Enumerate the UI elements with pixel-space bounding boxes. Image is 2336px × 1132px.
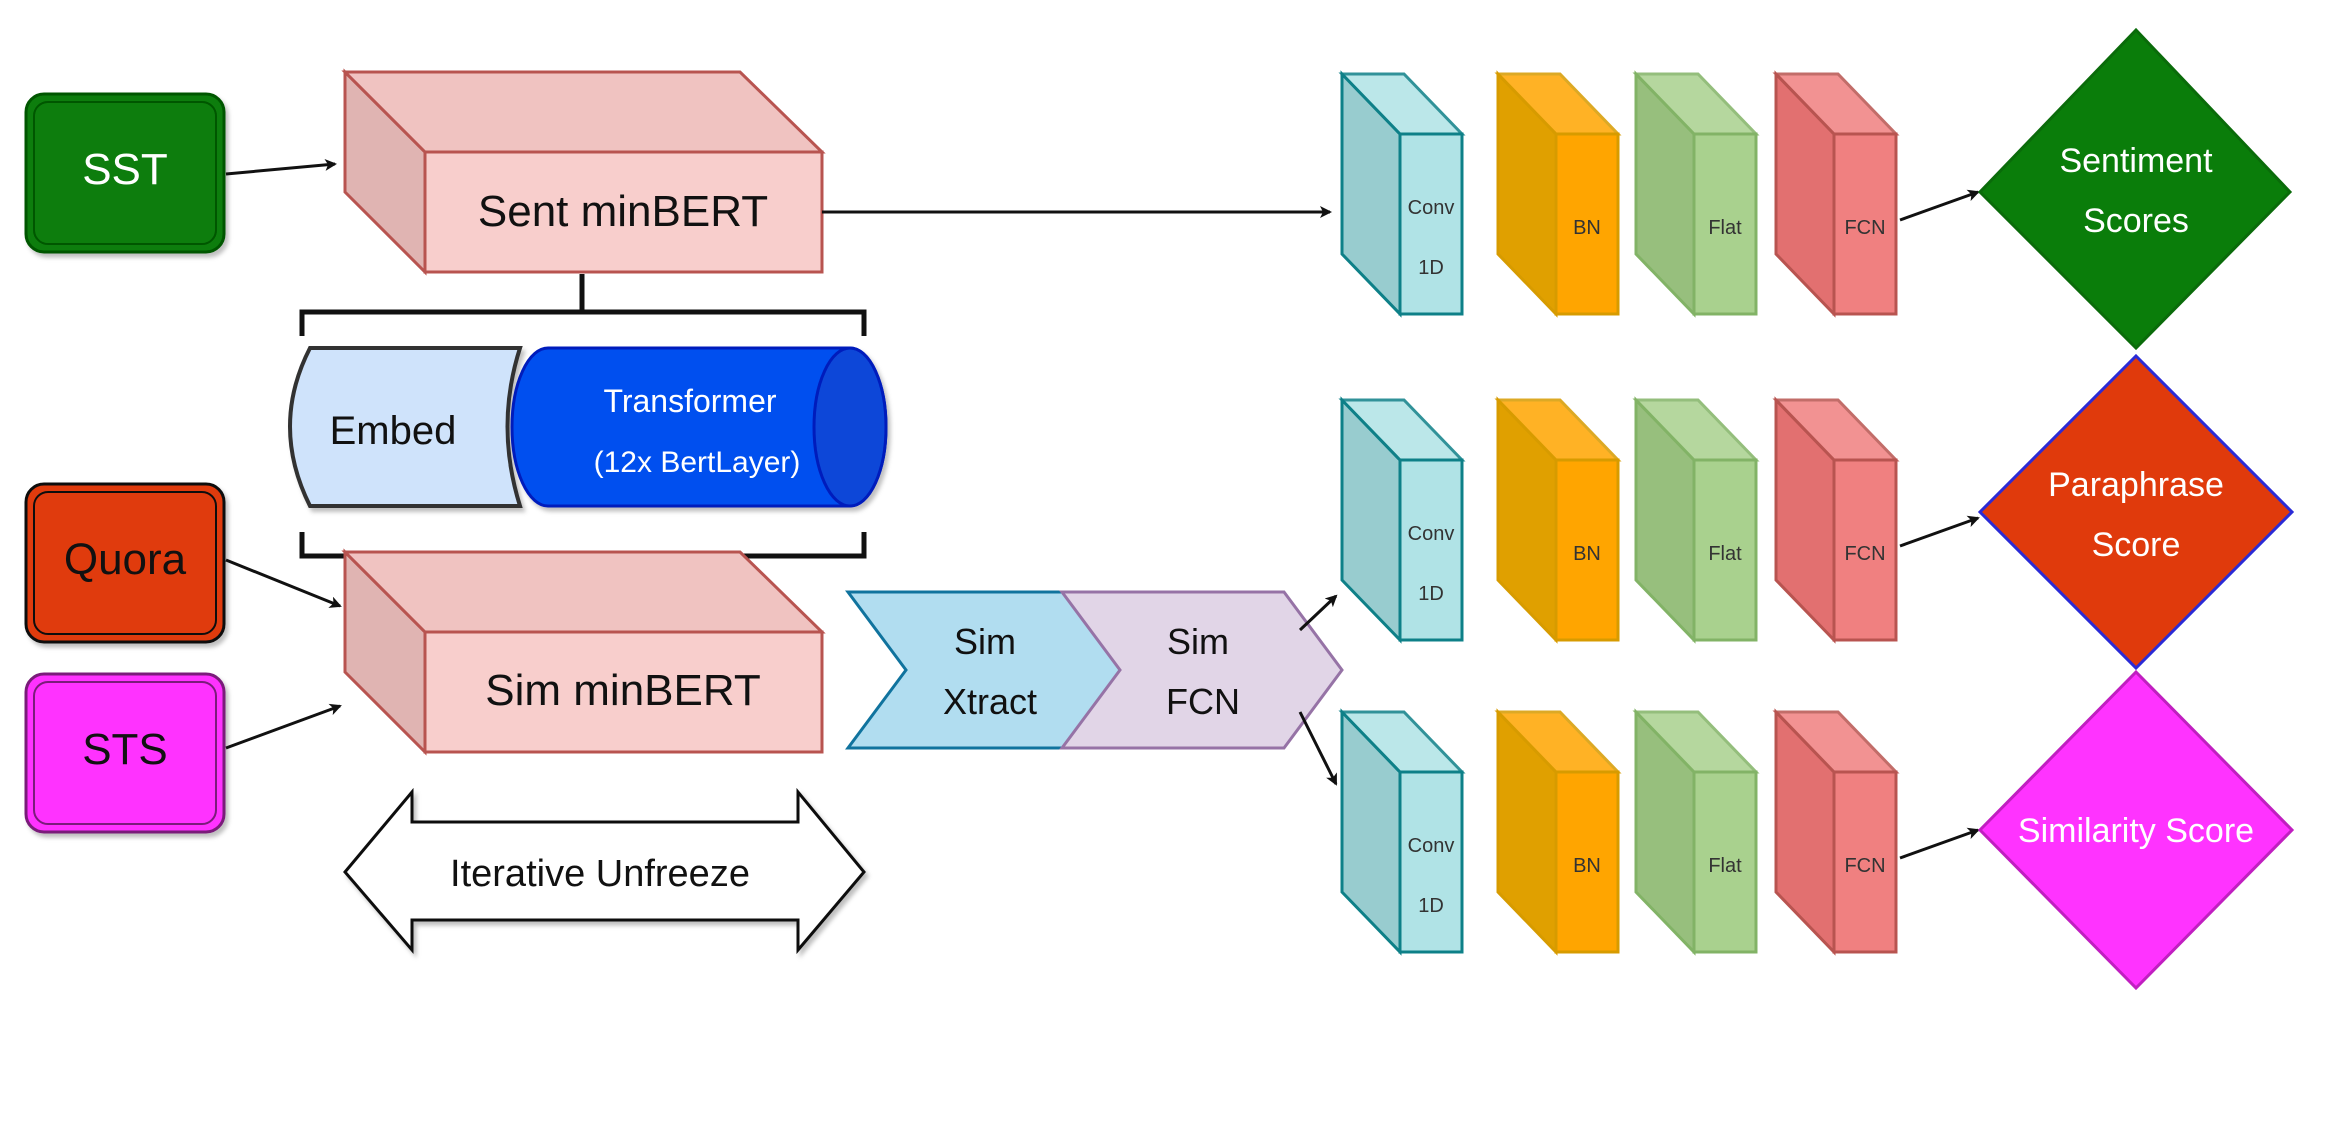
sim-fcn-label-line2: FCN <box>1166 681 1240 722</box>
sim-minbert-label: Sim minBERT <box>485 666 760 715</box>
paraphrase-conv-label-line1: Conv <box>1408 523 1455 545</box>
arrow-fcn-to-sentiment-output <box>1899 189 1980 222</box>
similarity-label: Similarity Score <box>2018 812 2254 850</box>
paraphrase-fcn-label: FCN <box>1844 543 1885 565</box>
sentiment-flat-label: Flat <box>1708 217 1742 239</box>
similarity-conv-block <box>1338 708 1466 956</box>
shared-top-bracket <box>299 309 867 336</box>
sentiment-conv-label-line1: Conv <box>1408 197 1455 219</box>
sst-input <box>24 92 226 254</box>
iterative-unfreeze-arrow <box>343 787 866 955</box>
sentiment-bn-label: BN <box>1573 217 1601 239</box>
transformer-label-line2: (12x BertLayer) <box>594 446 801 479</box>
sentiment-flat-block <box>1632 70 1760 318</box>
sim-fcn-block <box>1059 590 1344 750</box>
arrow-sst-to-sent <box>225 158 337 176</box>
paraphrase-bn-block <box>1494 396 1622 644</box>
sentiment-fcn-label: FCN <box>1844 217 1885 239</box>
arrow-sts-to-sim <box>225 703 342 750</box>
paraphrase-label-line2: Score <box>2092 526 2181 564</box>
similarity-fcn-block <box>1772 708 1900 956</box>
sent-minbert-block <box>341 68 826 276</box>
sentiment-bn-block <box>1494 70 1622 318</box>
sentiment-output <box>1977 27 2293 351</box>
similarity-flat-label: Flat <box>1708 855 1742 877</box>
sentiment-label-line1: Sentiment <box>2059 142 2213 180</box>
embed-block <box>288 346 523 508</box>
sentiment-fcn-block <box>1772 70 1900 318</box>
similarity-fcn-label: FCN <box>1844 855 1885 877</box>
paraphrase-fcn-block <box>1772 396 1900 644</box>
sim-fcn-label-line1: Sim <box>1167 621 1229 662</box>
iterative-unfreeze-label: Iterative Unfreeze <box>450 853 750 895</box>
arrow-simfcn-to-paraphrase-head <box>1298 594 1338 632</box>
arrow-fcn-to-paraphrase-output <box>1899 515 1980 548</box>
sim-minbert-block <box>341 548 826 756</box>
paraphrase-flat-label: Flat <box>1708 543 1742 565</box>
sim-xtract-label-line1: Sim <box>954 621 1016 662</box>
sst-label: SST <box>82 145 168 194</box>
transformer-block <box>510 346 888 508</box>
similarity-flat-block <box>1632 708 1760 956</box>
paraphrase-conv-label-line2: 1D <box>1418 583 1444 605</box>
sts-label: STS <box>82 725 168 774</box>
paraphrase-bn-label: BN <box>1573 543 1601 565</box>
similarity-bn-block <box>1494 708 1622 956</box>
arrow-fcn-to-similarity-output <box>1899 827 1980 860</box>
embed-label: Embed <box>330 409 457 453</box>
paraphrase-flat-block <box>1632 396 1760 644</box>
similarity-bn-label: BN <box>1573 855 1601 877</box>
sentiment-label-line2: Scores <box>2083 202 2189 240</box>
sentiment-head-row <box>1338 70 1980 318</box>
quora-label: Quora <box>64 535 187 584</box>
paraphrase-label-line1: Paraphrase <box>2048 466 2224 504</box>
sent-minbert-label: Sent minBERT <box>478 187 768 236</box>
similarity-head-row <box>1338 708 1980 956</box>
sts-input <box>24 672 226 834</box>
quora-input <box>24 482 226 644</box>
arrow-simfcn-to-similarity-head <box>1298 711 1338 786</box>
sentiment-conv-block <box>1338 70 1466 318</box>
similarity-conv-label-line2: 1D <box>1418 895 1444 917</box>
sentiment-conv-label-line2: 1D <box>1418 257 1444 279</box>
sim-xtract-label-line2: Xtract <box>943 681 1037 722</box>
paraphrase-output <box>1977 353 2295 671</box>
paraphrase-conv-block <box>1338 396 1466 644</box>
similarity-conv-label-line1: Conv <box>1408 835 1455 857</box>
arrow-quora-to-sim <box>225 558 342 608</box>
similarity-output <box>1977 669 2295 991</box>
transformer-label-line1: Transformer <box>603 383 776 419</box>
paraphrase-head-row <box>1338 396 1980 644</box>
